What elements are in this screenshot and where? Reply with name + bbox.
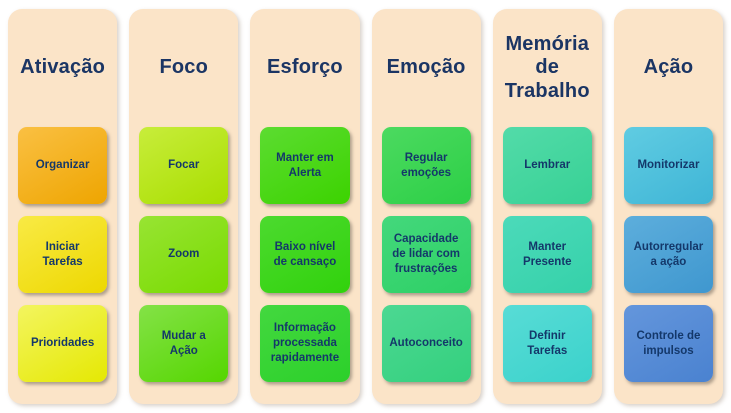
card-label: Definir Tarefas [527,329,568,357]
card-regular-emocoes: Regular emoções [381,127,471,204]
card-label: Organizar [35,159,90,172]
card-lembrar: Lembrar [502,127,592,204]
column-title-ativacao: Ativação [20,56,106,79]
card-baixo-nivel-de-cansaco: Baixo nível de cansaço [260,216,350,293]
card-autorregular-a-acao: Autorregular a ação [623,216,714,293]
card-label: Lembrar [524,159,571,172]
card-list-emocao: Regular emoções Capacidade de lidar com … [381,127,471,382]
column-emocao: Emoção Regular emoções Capacidade de lid… [371,9,481,404]
card-label: Baixo nível de cansaço [273,240,337,268]
column-title-memoria-de-trabalho: Memória de Trabalho [504,32,590,102]
card-autoconceito: Autoconceito [381,305,471,382]
card-label: Monitorizar [637,159,700,172]
card-manter-em-alerta: Manter em Alerta [260,127,350,204]
card-iniciar-tarefas: Iniciar Tarefas [18,216,108,293]
card-zoom: Zoom [139,216,229,293]
card-label: Focar [168,159,200,172]
card-label: Iniciar Tarefas [42,240,83,268]
column-esforco: Esforço Manter em Alerta Baixo nível de … [250,9,360,404]
card-organizar: Organizar [18,127,108,204]
card-controle-de-impulsos: Controle de impulsos [623,305,714,382]
card-label: Manter em Alerta [276,151,334,179]
card-label: Manter Presente [522,240,572,268]
column-ativacao: Ativação Organizar Iniciar Tarefas Prior… [8,9,118,404]
card-label: Regular emoções [401,151,452,179]
column-title-foco: Foco [159,56,209,79]
column-acao: Ação Monitorizar Autorregular a ação Con… [613,9,724,404]
column-title-emocao: Emoção [386,56,466,79]
column-foco: Foco Focar Zoom Mudar a Ação [129,9,239,404]
card-label: Autorregular a ação [633,240,704,268]
card-mudar-a-acao: Mudar a Ação [139,305,229,382]
card-list-esforco: Manter em Alerta Baixo nível de cansaço … [260,127,350,382]
card-list-acao: Monitorizar Autorregular a ação Controle… [623,127,714,382]
card-list-foco: Focar Zoom Mudar a Ação [139,127,229,382]
card-monitorizar: Monitorizar [623,127,714,204]
card-capacidade-de-lidar-com-frustracoes: Capacidade de lidar com frustrações [381,216,471,293]
card-label: Capacidade de lidar com frustrações [392,233,460,275]
card-informacao-processada-rapidamente: Informação processada rapidamente [260,305,350,382]
card-label: Autoconceito [389,337,463,350]
column-title-esforco: Esforço [266,56,343,79]
column-memoria-de-trabalho: Memória de Trabalho Lembrar Manter Prese… [492,9,602,404]
card-label: Prioridades [30,337,95,350]
card-focar: Focar [139,127,229,204]
card-label: Mudar a Ação [161,329,206,357]
card-label: Informação processada rapidamente [270,322,340,364]
card-list-ativacao: Organizar Iniciar Tarefas Prioridades [18,127,108,382]
column-title-acao: Ação [643,56,694,79]
card-label: Zoom [168,248,200,261]
card-label: Controle de impulsos [636,329,701,357]
card-manter-presente: Manter Presente [502,216,592,293]
card-list-memoria-de-trabalho: Lembrar Manter Presente Definir Tarefas [502,127,592,382]
card-definir-tarefas: Definir Tarefas [502,305,592,382]
card-prioridades: Prioridades [18,305,108,382]
